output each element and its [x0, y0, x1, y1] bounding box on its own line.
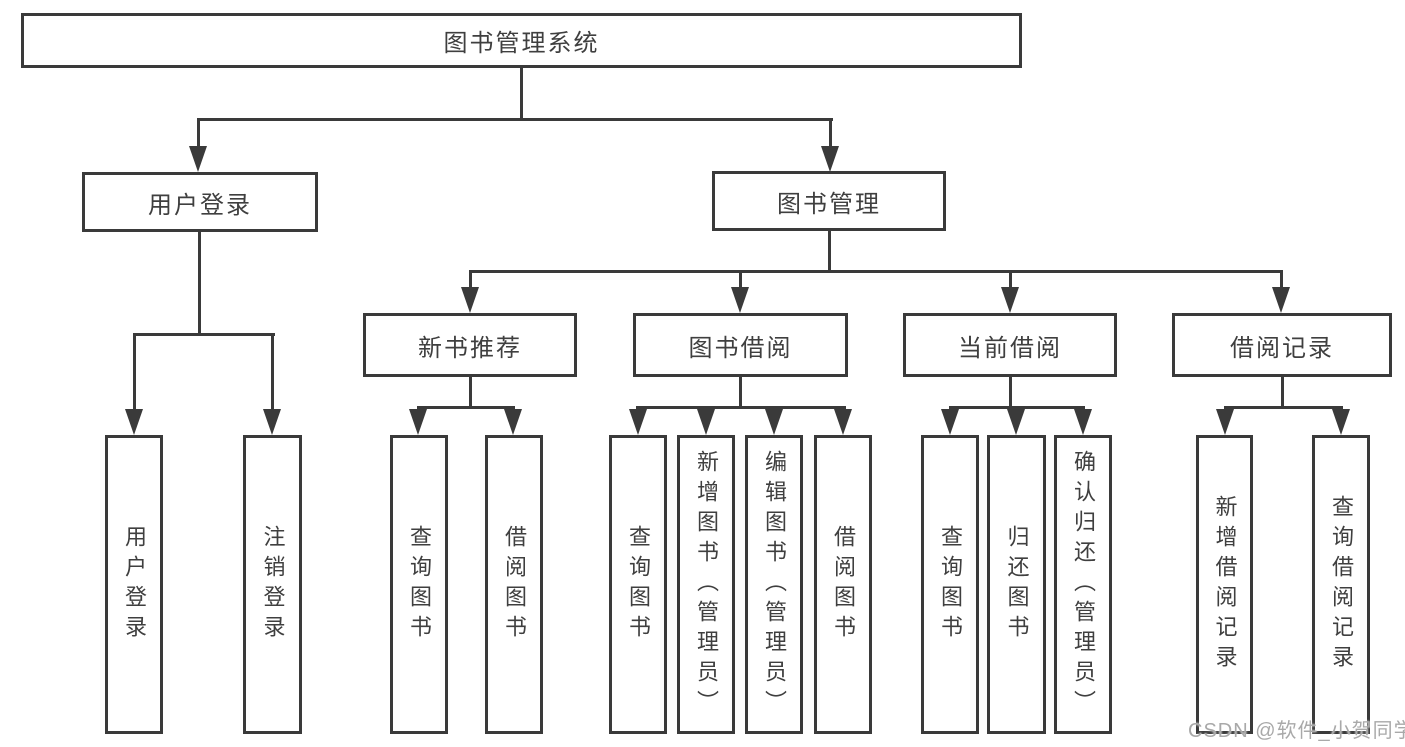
arrowhead-bb-borrow [834, 409, 852, 435]
leaf-bb-borrow-books-label: 借阅图书 [831, 524, 856, 645]
arrowhead-bb-add [697, 409, 715, 435]
arrowhead-user-login [189, 146, 207, 172]
connector-stem-borrow-records [1280, 270, 1283, 287]
connector-root-stub [520, 68, 523, 121]
arrowhead-bb-query [629, 409, 647, 435]
node-user-login: 用户登录 [82, 172, 318, 232]
arrowhead-rec-query [1332, 409, 1350, 435]
connector-stem-leaf-login [133, 333, 136, 410]
connector-stem-book-mgmt [829, 118, 832, 148]
arrowhead-cb-return [1007, 409, 1025, 435]
leaf-cb-confirm-return-admin-label: 确认归还（管理员） [1071, 449, 1096, 720]
leaf-bb-edit-books-admin: 编辑图书（管理员） [745, 435, 803, 734]
node-book-borrowing-label: 图书借阅 [688, 334, 793, 362]
connector-level3-hline [469, 270, 1283, 273]
node-root-label: 图书管理系统 [443, 30, 600, 57]
node-new-book-recommend: 新书推荐 [363, 313, 577, 377]
leaf-nb-query-books-label: 查询图书 [407, 524, 432, 645]
leaf-cb-return-books: 归还图书 [987, 435, 1046, 734]
arrowhead-book-borrow [731, 287, 749, 313]
arrowhead-cb-confirm [1074, 409, 1092, 435]
node-root-system: 图书管理系统 [21, 13, 1022, 68]
arrowhead-nb-borrow [504, 409, 522, 435]
arrowhead-leaf-logout [263, 409, 281, 435]
connector-newbooks-hline [417, 406, 515, 409]
node-book-management-label: 图书管理 [777, 190, 881, 218]
node-book-borrowing: 图书借阅 [633, 313, 848, 377]
leaf-bb-edit-books-admin-label: 编辑图书（管理员） [762, 449, 787, 720]
leaf-rec-query-record-label: 查询借阅记录 [1329, 494, 1354, 675]
leaf-rec-add-record-label: 新增借阅记录 [1212, 494, 1238, 675]
node-current-borrowing-label: 当前借阅 [958, 334, 1062, 362]
node-book-management: 图书管理 [712, 171, 946, 231]
connector-stem-new-books [469, 270, 472, 287]
arrowhead-new-books [461, 287, 479, 313]
node-borrow-records-label: 借阅记录 [1230, 334, 1334, 362]
connector-stem-current-borrow [1009, 270, 1012, 287]
connector-newbooks-stub [469, 377, 472, 409]
connector-records-stub [1281, 377, 1284, 409]
arrowhead-nb-query [409, 409, 427, 435]
leaf-bb-borrow-books: 借阅图书 [814, 435, 872, 734]
arrowhead-cb-query [941, 409, 959, 435]
connector-bookborrow-stub [739, 377, 742, 409]
connector-bookborrow-hline [636, 406, 846, 409]
connector-currentborrow-stub [1009, 377, 1012, 409]
leaf-cb-query-books-label: 查询图书 [938, 524, 963, 645]
leaf-cb-return-books-label: 归还图书 [1004, 524, 1030, 645]
leaf-nb-borrow-books: 借阅图书 [485, 435, 543, 734]
leaf-bb-add-books-admin: 新增图书（管理员） [677, 435, 735, 734]
leaf-bb-add-books-admin-label: 新增图书（管理员） [694, 449, 719, 720]
connector-userlogin-hline [133, 333, 275, 336]
leaf-cb-query-books: 查询图书 [921, 435, 979, 734]
connector-stem-leaf-logout [271, 333, 274, 410]
connector-level2-hline [197, 118, 833, 121]
arrowhead-rec-add [1216, 409, 1234, 435]
leaf-rec-add-record: 新增借阅记录 [1196, 435, 1253, 734]
leaf-user-login-label: 用户登录 [122, 524, 147, 645]
leaf-cb-confirm-return-admin: 确认归还（管理员） [1054, 435, 1112, 734]
connector-currentborrow-hline [949, 406, 1085, 409]
node-borrow-records: 借阅记录 [1172, 313, 1392, 377]
leaf-nb-borrow-books-label: 借阅图书 [502, 524, 527, 645]
arrowhead-borrow-records [1272, 287, 1290, 313]
csdn-watermark: CSDN @软件_小贺同学 [1188, 720, 1405, 742]
arrowhead-bb-edit [765, 409, 783, 435]
connector-userlogin-stub [198, 232, 201, 336]
leaf-nb-query-books: 查询图书 [390, 435, 448, 734]
leaf-logout-label: 注销登录 [260, 524, 286, 645]
connector-stem-book-borrow [739, 270, 742, 287]
node-user-login-label: 用户登录 [148, 191, 252, 219]
arrowhead-current-borrow [1001, 287, 1019, 313]
connector-bookmgmt-stub [828, 231, 831, 273]
leaf-rec-query-record: 查询借阅记录 [1312, 435, 1370, 734]
connector-stem-user-login [197, 118, 200, 148]
arrowhead-leaf-login [125, 409, 143, 435]
node-new-book-recommend-label: 新书推荐 [418, 334, 522, 362]
arrowhead-book-mgmt [821, 146, 839, 172]
leaf-logout: 注销登录 [243, 435, 302, 734]
node-current-borrowing: 当前借阅 [903, 313, 1117, 377]
connector-records-hline [1224, 406, 1343, 409]
leaf-bb-query-books: 查询图书 [609, 435, 667, 734]
leaf-bb-query-books-label: 查询图书 [626, 524, 651, 645]
leaf-user-login: 用户登录 [105, 435, 163, 734]
